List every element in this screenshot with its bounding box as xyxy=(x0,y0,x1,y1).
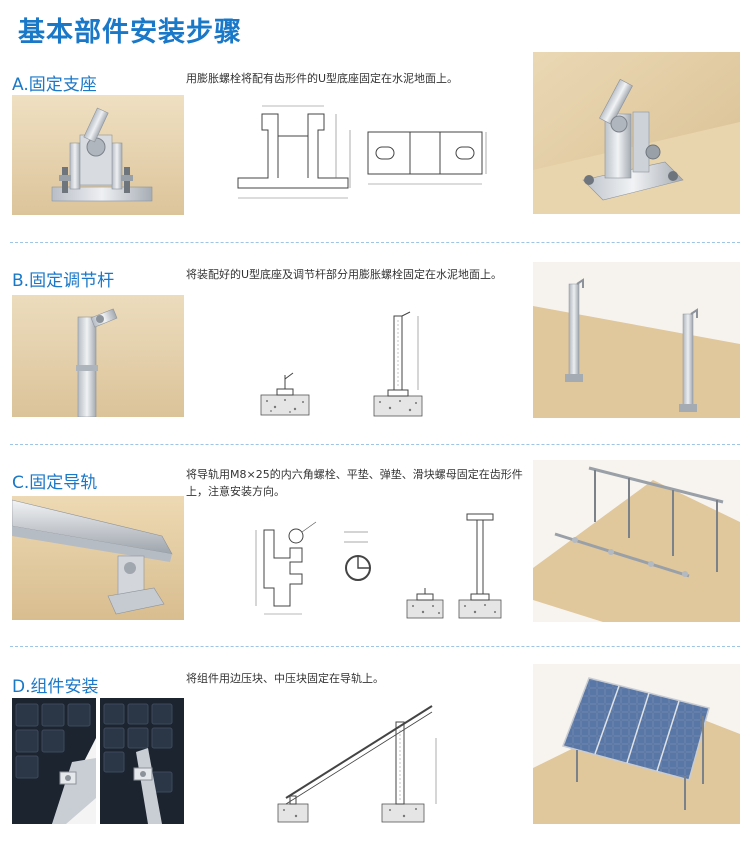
section-d-drawing-assembly xyxy=(272,694,444,826)
section-c-label: C.固定导轨 xyxy=(12,473,98,493)
section-b-drawing-rod xyxy=(368,310,428,418)
section-b-photo-rod xyxy=(12,295,184,417)
section-b-drawing-base xyxy=(255,355,315,417)
section-b-label: B.固定调节杆 xyxy=(12,271,115,291)
section-a-photo-mounted xyxy=(533,52,740,214)
section-c-drawing-base xyxy=(405,586,445,620)
divider-b-c xyxy=(10,444,740,445)
section-d-photo-array xyxy=(533,664,740,824)
section-c-photo-rail xyxy=(12,496,184,620)
section-c-description: 将导轨用M8×25的内六角螺栓、平垫、弹垫、滑块螺母固定在齿形件上，注意安装方向… xyxy=(186,468,523,498)
section-a-drawing-top xyxy=(362,120,490,190)
section-b-photo-mounted xyxy=(533,262,740,418)
section-c-drawing-detail xyxy=(338,526,380,590)
section-a-photo-bracket xyxy=(12,95,184,215)
section-c-drawing-rail-profile xyxy=(240,518,340,622)
section-c-photo-mounted xyxy=(533,460,740,622)
section-d-description: 将组件用边压块、中压块固定在导轨上。 xyxy=(186,672,384,685)
section-d-photo-edge-clamp xyxy=(12,698,96,824)
divider-c-d xyxy=(10,646,740,647)
section-a-drawing-front xyxy=(228,100,358,210)
divider-a-b xyxy=(10,242,740,243)
section-d-photo-middle-clamp xyxy=(100,698,184,824)
section-a-label: A.固定支座 xyxy=(12,75,97,95)
section-b-description: 将装配好的U型底座及调节杆部分用膨胀螺栓固定在水泥地面上。 xyxy=(186,268,503,281)
section-c-drawing-rod xyxy=(455,508,505,620)
section-a-description: 用膨胀螺栓将配有齿形件的U型底座固定在水泥地面上。 xyxy=(186,72,459,85)
section-d-label: D.组件安装 xyxy=(12,677,99,697)
page-title: 基本部件安装步骤 xyxy=(18,17,242,48)
